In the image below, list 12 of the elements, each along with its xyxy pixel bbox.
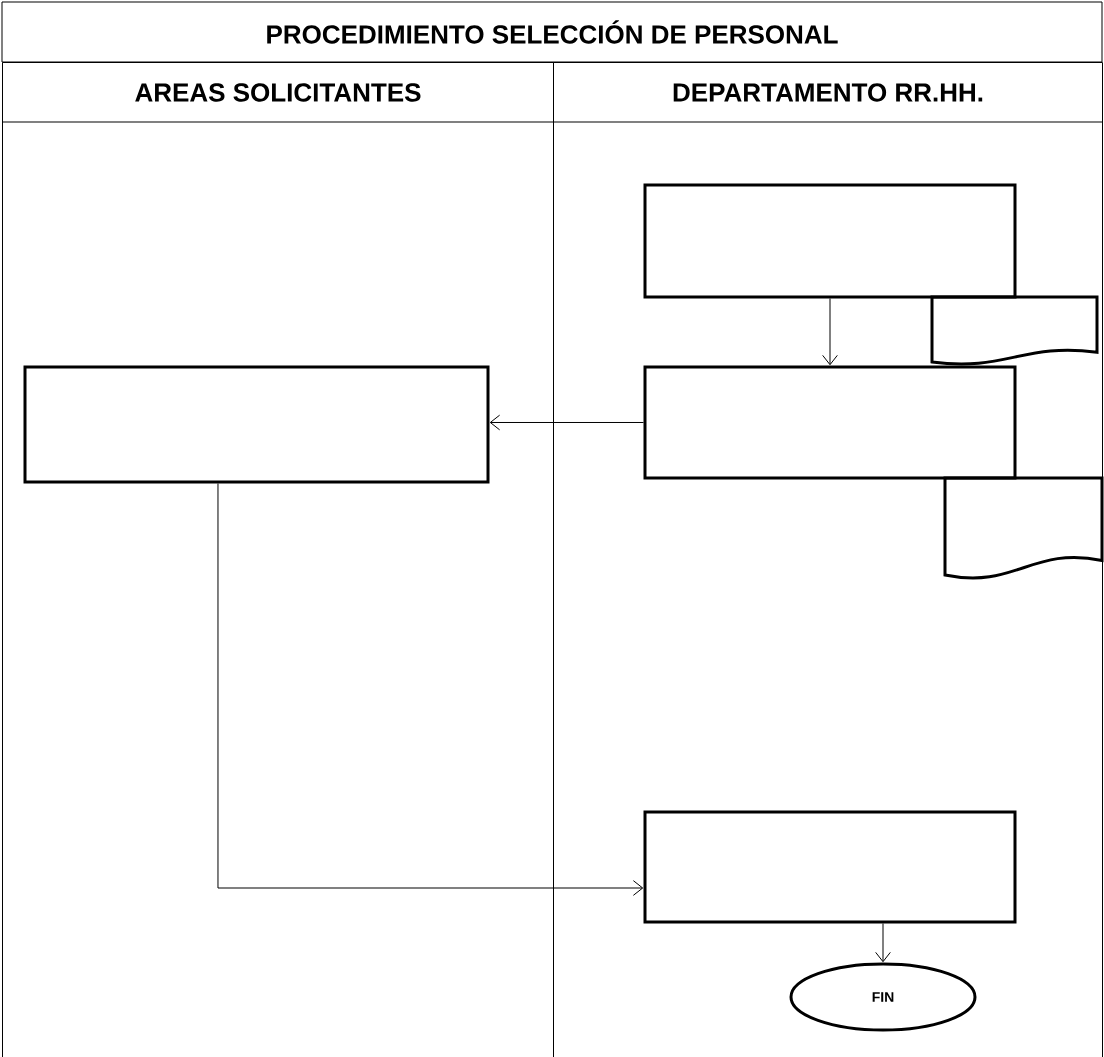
arrow xyxy=(217,483,644,896)
arrow xyxy=(875,923,891,963)
title-banner: PROCEDIMIENTO SELECCIÓN DE PERSONAL xyxy=(1,1,1103,63)
document-shape xyxy=(943,476,1104,580)
swimlane: AREAS SOLICITANTES xyxy=(2,62,554,1057)
process-box xyxy=(643,183,1017,299)
process-box xyxy=(23,365,490,484)
arrow xyxy=(489,414,644,431)
process-box xyxy=(643,810,1017,924)
process-box xyxy=(643,365,1017,480)
document-shape xyxy=(930,295,1099,366)
arrow xyxy=(822,298,838,366)
